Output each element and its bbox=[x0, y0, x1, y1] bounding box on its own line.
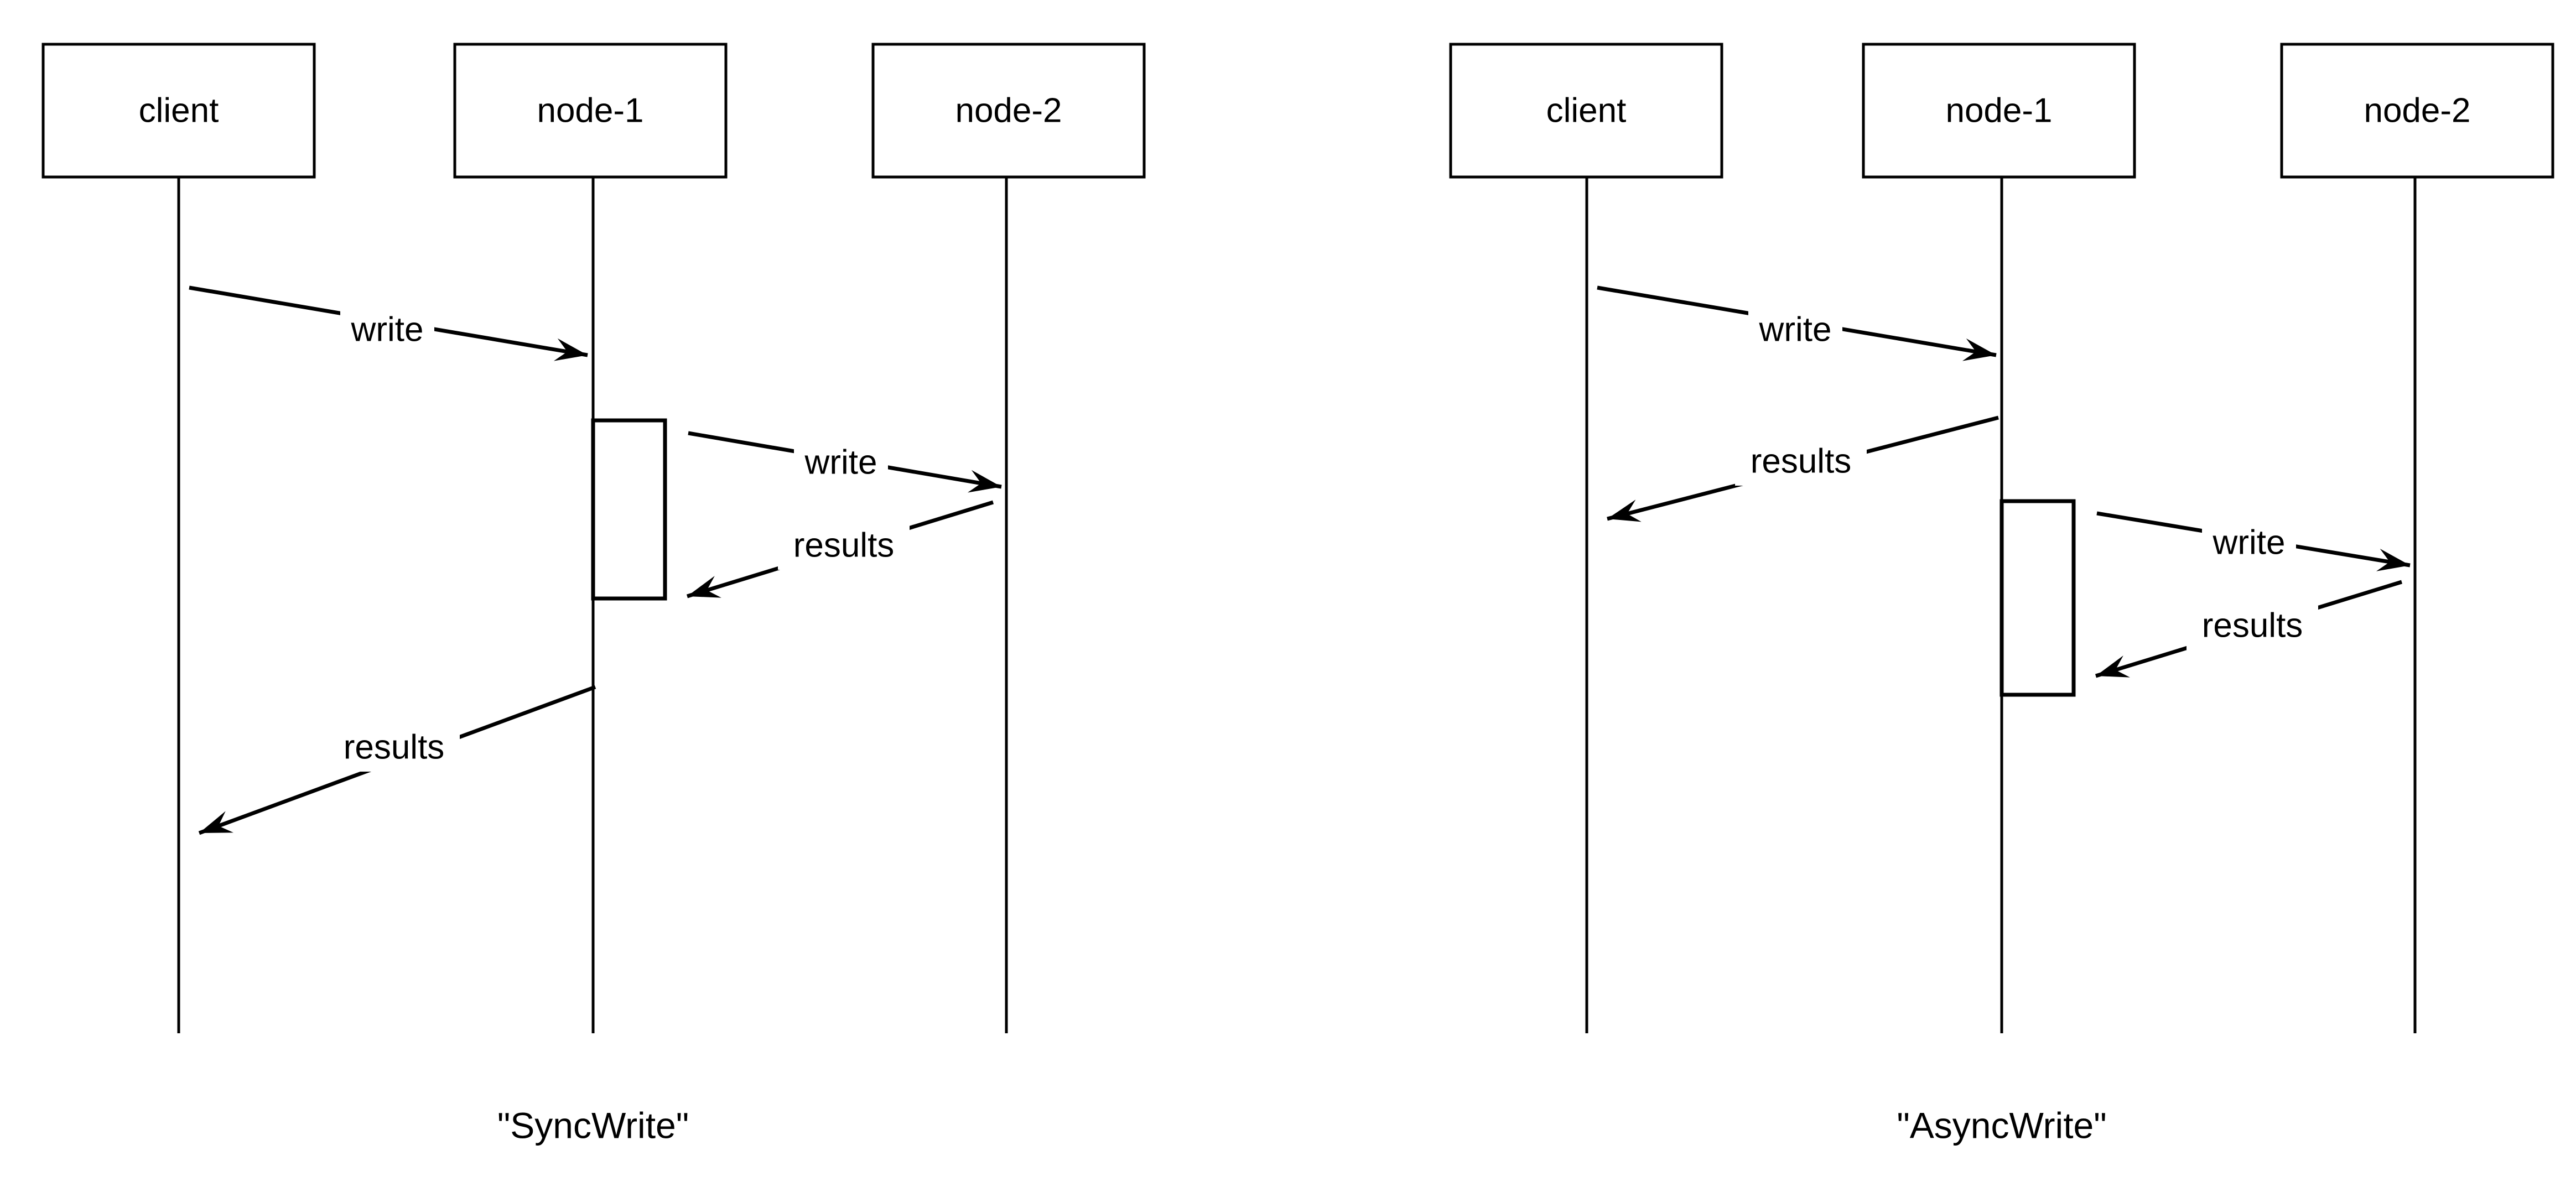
message-label-backdrop bbox=[1748, 310, 1842, 354]
participant-label-node-1: node-1 bbox=[1945, 91, 2052, 129]
message-label-backdrop bbox=[2202, 523, 2296, 567]
message-arrowhead-icon bbox=[1607, 499, 1642, 522]
message-write-client-to-node-1: write bbox=[1597, 285, 1997, 361]
message-label: write bbox=[351, 310, 424, 348]
participant-box-node-1[interactable] bbox=[453, 43, 728, 179]
message-arrowhead-icon bbox=[553, 338, 588, 361]
message-label-backdrop bbox=[328, 727, 460, 772]
message-arrowhead-icon bbox=[1962, 338, 1996, 361]
message-label: write bbox=[2213, 523, 2286, 561]
message-results-node-1-to-client: results bbox=[198, 685, 596, 835]
message-label-backdrop bbox=[794, 443, 888, 487]
participant-label-node-2: node-2 bbox=[2364, 91, 2470, 129]
message-label-backdrop bbox=[1735, 441, 1867, 486]
diagram-render-root: client node-1 node-2 write write results resul… bbox=[41, 43, 2554, 1146]
participant-label-client: client bbox=[1546, 91, 1627, 129]
participant-box-node-2[interactable] bbox=[871, 43, 1146, 179]
message-arrowhead-icon bbox=[2096, 655, 2130, 678]
participant-label-node-1: node-1 bbox=[537, 91, 643, 129]
participant-box-client[interactable] bbox=[1449, 43, 1723, 179]
activation-box-node-1 bbox=[591, 418, 667, 601]
message-results-node-1-to-client: results bbox=[1607, 415, 1999, 522]
activation-box-node-1 bbox=[1999, 499, 2076, 697]
participant-box-node-2[interactable] bbox=[2280, 43, 2554, 179]
message-label: results bbox=[2202, 606, 2303, 644]
diagram-caption-sync-write: "SyncWrite" bbox=[497, 1105, 689, 1146]
message-label-backdrop bbox=[340, 310, 434, 354]
message-arrowhead-icon bbox=[199, 811, 233, 833]
message-label: write bbox=[1759, 310, 1832, 348]
diagram-caption-async-write: "AsyncWrite" bbox=[1897, 1105, 2106, 1146]
participant-box-client[interactable] bbox=[41, 43, 316, 179]
message-results-node-2-to-node-1: results bbox=[2095, 580, 2403, 678]
message-arrowhead-icon bbox=[2376, 549, 2410, 571]
message-label: results bbox=[1751, 442, 1852, 480]
message-label: write bbox=[804, 443, 877, 481]
message-arrowhead-icon bbox=[687, 576, 721, 598]
message-label-backdrop bbox=[778, 525, 910, 570]
message-results-node-2-to-node-1: results bbox=[686, 500, 994, 598]
participant-box-node-1[interactable] bbox=[1862, 43, 2136, 179]
message-write-node-1-to-node-2: write bbox=[688, 431, 1002, 493]
participant-label-node-2: node-2 bbox=[955, 91, 1062, 129]
message-label: results bbox=[344, 728, 445, 766]
diagram-async-write: client node-1 node-2 write results write resul… bbox=[1449, 43, 2554, 1146]
message-write-client-to-node-1: write bbox=[189, 285, 588, 361]
participant-label-client: client bbox=[139, 91, 219, 129]
diagram-sync-write: client node-1 node-2 write write results resul… bbox=[41, 43, 1146, 1146]
message-write-node-1-to-node-2: write bbox=[2096, 511, 2411, 571]
message-label-backdrop bbox=[2187, 606, 2318, 650]
message-label: results bbox=[793, 526, 895, 564]
message-arrowhead-icon bbox=[967, 470, 1001, 493]
